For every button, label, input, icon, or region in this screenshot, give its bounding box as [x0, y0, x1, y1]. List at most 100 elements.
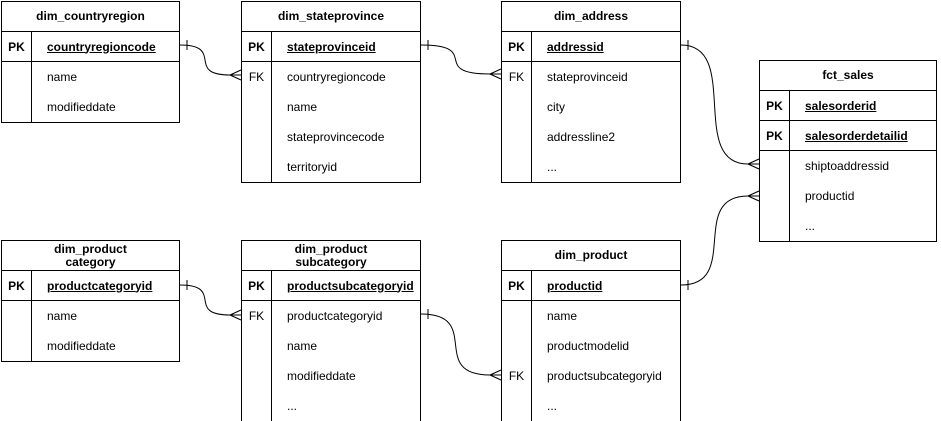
key-cell	[760, 211, 790, 241]
edge-line	[420, 44, 491, 75]
key-cell: PK	[760, 91, 790, 120]
entity-row-name: name	[502, 301, 680, 331]
key-cell: PK	[502, 271, 532, 300]
field-cell: ...	[547, 160, 558, 174]
relationship-edge-dim_countryregion-dim_stateprovince[interactable]	[179, 40, 242, 81]
field-cell: countryregioncode	[47, 39, 156, 54]
key-cell	[242, 391, 272, 421]
relationship-edge-dim_stateprovince-dim_address[interactable]	[420, 40, 502, 80]
entity-row-addressline2: addressline2	[502, 122, 680, 152]
entity-title: dim_address	[502, 2, 680, 32]
entity-title: fct_sales	[760, 61, 936, 91]
entity-row-: ...	[760, 211, 936, 241]
field-cell: name	[287, 339, 318, 353]
cardinality-many-crowfoot	[747, 190, 760, 202]
entity-title-line: dim_countryregion	[36, 9, 145, 23]
key-cell: PK	[242, 32, 272, 61]
field-cell: modifieddate	[47, 100, 116, 114]
field-cell: addressid	[547, 39, 604, 54]
field-cell: territoryid	[287, 160, 338, 174]
entity-title: dim_stateprovince	[242, 2, 420, 32]
entity-title: dim_product	[502, 241, 680, 271]
field-cell: ...	[805, 219, 816, 233]
relationship-edge-dim_product-fct_sales[interactable]	[680, 190, 760, 290]
entity-row-name: name	[242, 331, 420, 361]
cardinality-many-crowfoot	[229, 309, 242, 321]
field-cell: productcategoryid	[47, 278, 153, 293]
key-cell: PK	[760, 121, 790, 150]
field-cell: stateprovincecode	[287, 130, 385, 144]
entity-row-modifieddate: modifieddate	[242, 361, 420, 391]
cardinality-many-crowfoot	[489, 68, 502, 80]
key-cell	[242, 361, 272, 391]
edge-line	[680, 195, 749, 286]
key-cell	[502, 391, 532, 421]
key-cell: PK	[2, 32, 32, 61]
entity-row-name: name	[2, 301, 179, 331]
entity-row-productid: productid	[760, 181, 936, 211]
entity-title-line: category	[65, 254, 116, 269]
relationship-edge-dim_productcategory-dim_productsubcategory[interactable]	[179, 280, 242, 321]
field-cell: stateprovinceid	[547, 70, 628, 84]
key-cell	[502, 301, 532, 331]
entity-title-line: subcategory	[295, 254, 367, 269]
entity-row-: ...	[502, 152, 680, 182]
key-cell	[760, 181, 790, 211]
entity-title-line: fct_sales	[822, 68, 874, 82]
entity-row-shiptoaddressid: shiptoaddressid	[760, 151, 936, 181]
entity-title-line: dim_product	[54, 241, 127, 256]
key-cell: FK	[242, 62, 272, 92]
entity-row-: ...	[502, 391, 680, 421]
entity-row-name: name	[2, 62, 179, 92]
entity-row-stateprovinceid: PK stateprovinceid	[242, 32, 420, 62]
key-cell: PK	[242, 271, 272, 300]
field-cell: ...	[287, 399, 298, 413]
entity-row-territoryid: territoryid	[242, 152, 420, 182]
relationship-edge-dim_productsubcategory-dim_product[interactable]	[420, 309, 502, 381]
field-cell: shiptoaddressid	[805, 159, 890, 173]
field-cell: city	[547, 100, 565, 114]
field-cell: modifieddate	[47, 339, 116, 353]
key-cell: FK	[242, 301, 272, 331]
field-cell: productmodelid	[547, 339, 630, 353]
field-cell: name	[547, 309, 578, 323]
key-cell	[2, 301, 32, 331]
key-cell: PK	[2, 271, 32, 300]
cardinality-many-crowfoot	[229, 69, 242, 81]
entity-row-productmodelid: productmodelid	[502, 331, 680, 361]
entity-title-line: dim_product	[554, 248, 628, 262]
key-cell	[242, 152, 272, 182]
entity-title: dim_countryregion	[2, 2, 179, 32]
field-cell: addressline2	[547, 130, 616, 144]
key-cell: PK	[502, 32, 532, 61]
field-cell: ...	[547, 399, 558, 413]
entity-row-salesorderdetailid: PK salesorderdetailid	[760, 121, 936, 151]
entity-title-line: dim_stateprovince	[277, 9, 385, 23]
field-cell: name	[287, 100, 318, 114]
key-cell	[242, 331, 272, 361]
key-cell	[502, 152, 532, 182]
field-cell: name	[47, 70, 78, 84]
field-cell: salesorderdetailid	[805, 128, 908, 143]
field-cell: modifieddate	[287, 369, 356, 383]
key-cell	[502, 92, 532, 122]
field-cell: stateprovinceid	[287, 39, 376, 54]
key-cell	[2, 331, 32, 361]
relationship-edge-dim_address-fct_sales[interactable]	[680, 40, 760, 170]
